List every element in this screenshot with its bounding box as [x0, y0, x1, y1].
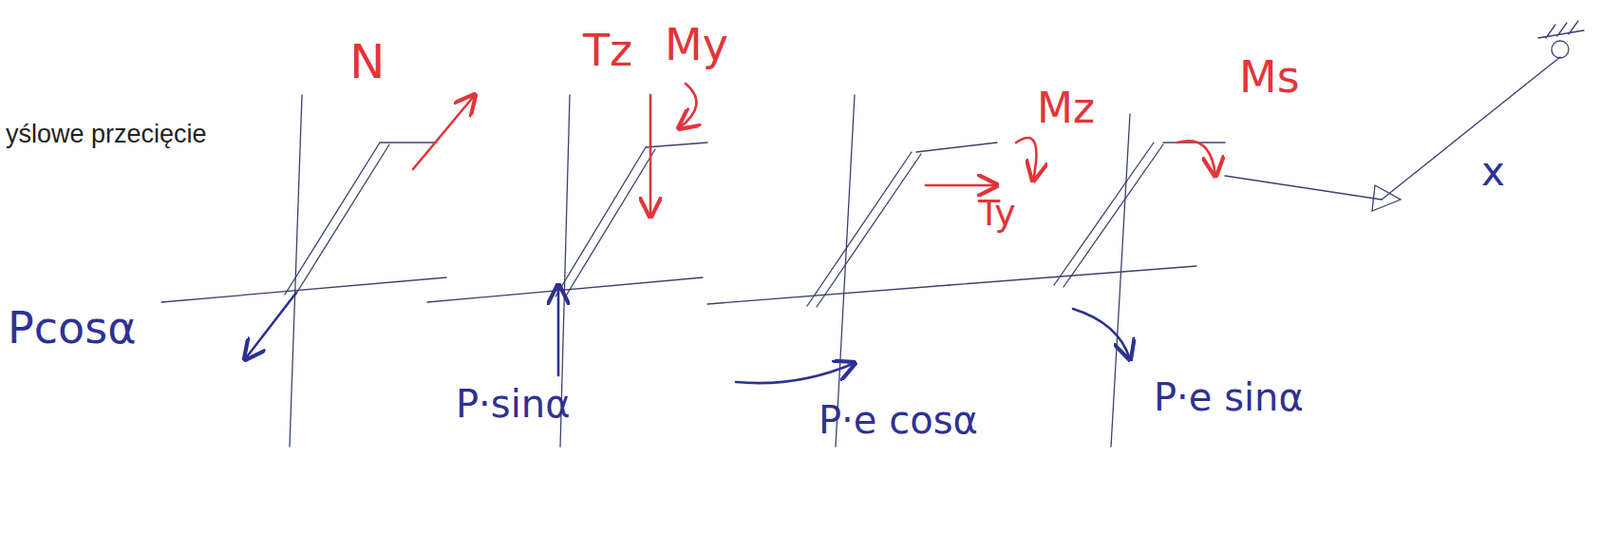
force-label: N — [349, 37, 385, 86]
moment-label: Ms — [1239, 55, 1300, 99]
force-label: Ty — [978, 194, 1017, 231]
load-label: P·e sinα — [1153, 377, 1304, 416]
axis-label: x — [1481, 151, 1506, 192]
moment-label: Mz — [1036, 87, 1095, 130]
moment-label: My — [664, 22, 729, 67]
load-label: P·e cosα — [818, 400, 979, 439]
note-text: yślowe przecięcie — [5, 121, 208, 148]
load-label: P·sinα — [455, 384, 571, 423]
force-label: Tz — [583, 28, 633, 73]
load-label: Pcosα — [7, 305, 136, 350]
